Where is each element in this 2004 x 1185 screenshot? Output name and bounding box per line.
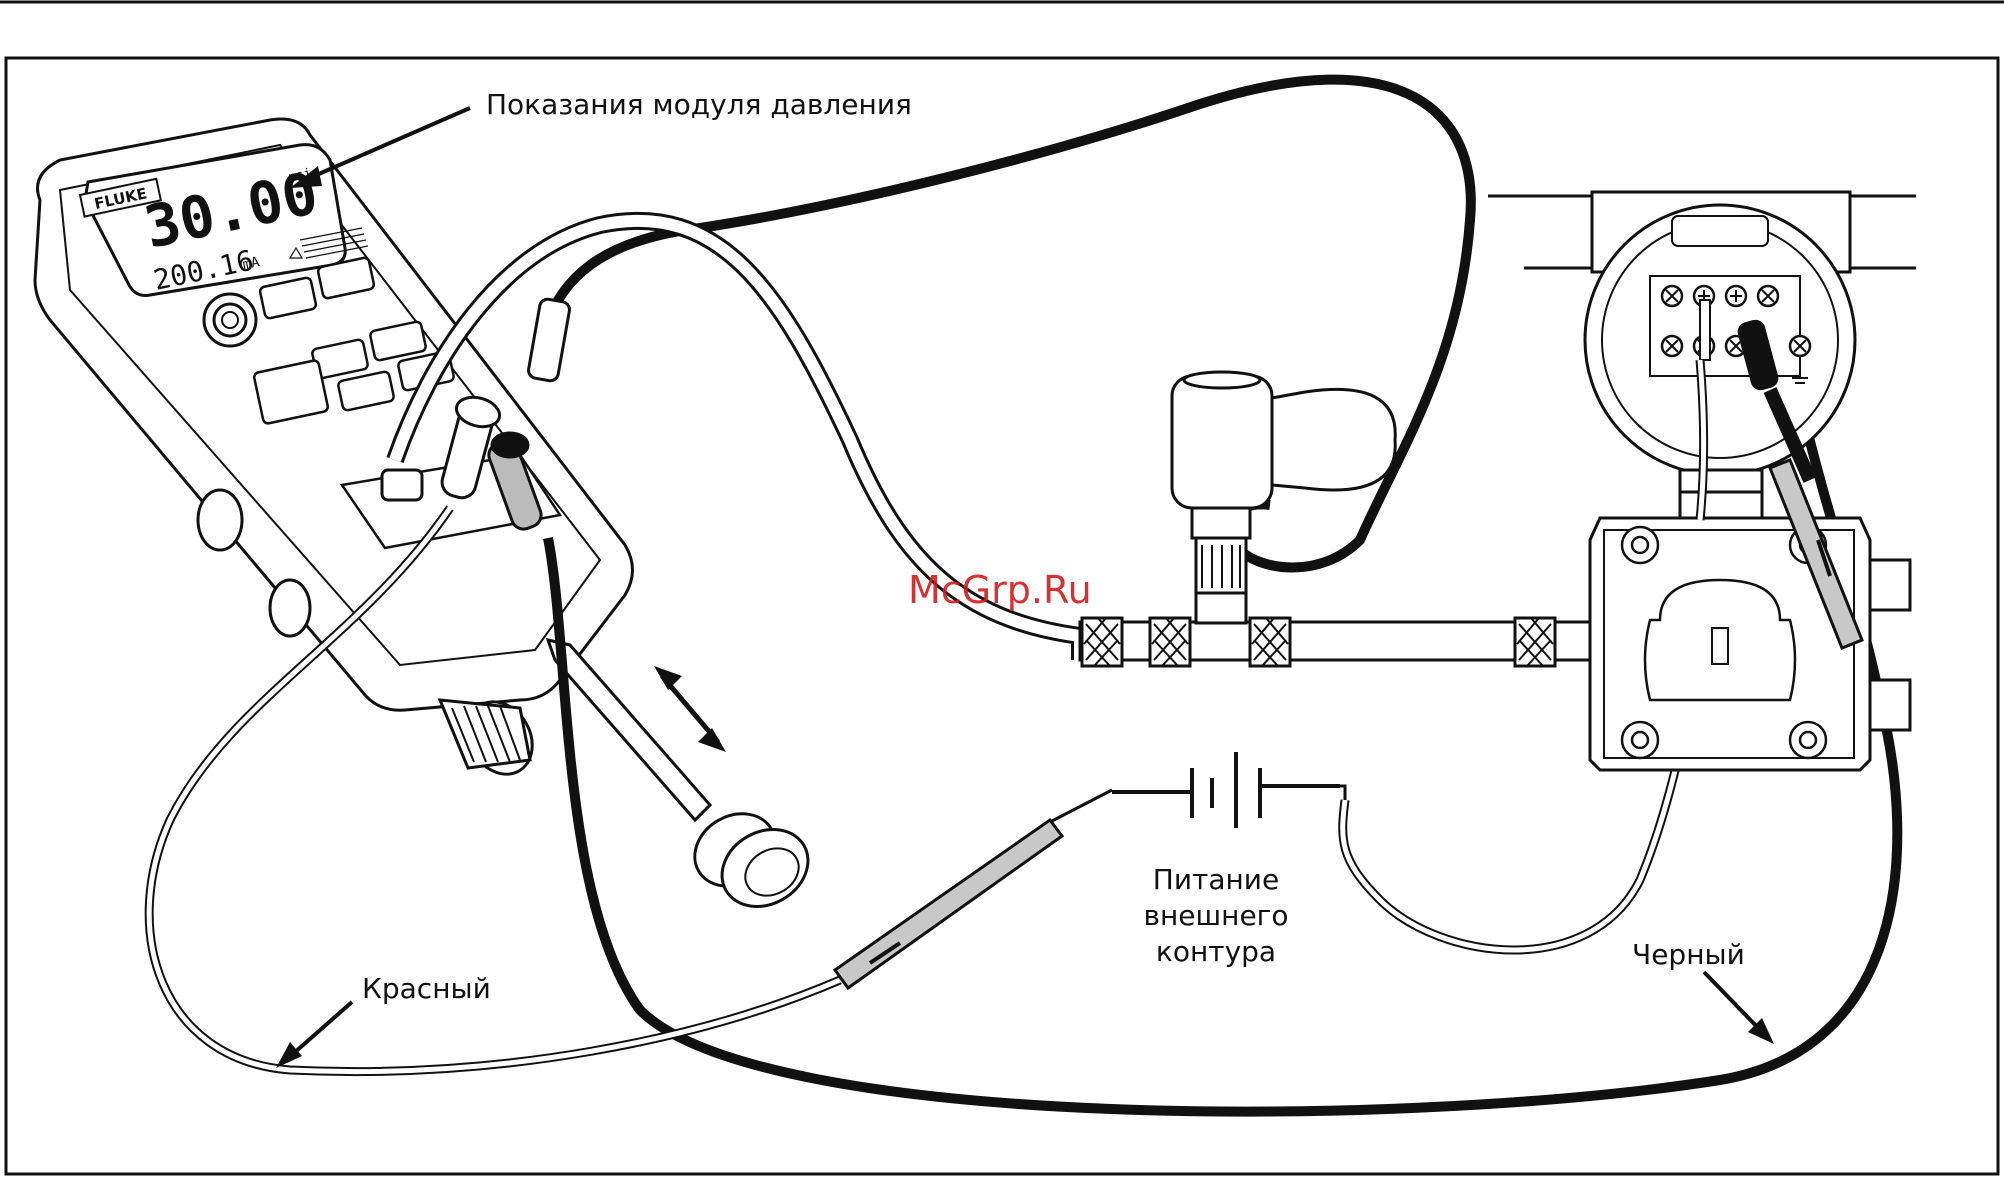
callout-arrow-black xyxy=(1704,972,1774,1044)
black-lead-label: Черный xyxy=(1632,938,1745,971)
pressure-tee-line xyxy=(1080,593,1590,666)
external-loop-power-line3: контура xyxy=(1136,934,1296,970)
external-loop-power-label: Питание внешнего контура xyxy=(1136,862,1296,970)
external-loop-power-line1: Питание xyxy=(1136,862,1296,898)
side-knob-2[interactable] xyxy=(270,580,310,636)
pressure-module-cable xyxy=(545,80,1471,568)
pressure-port xyxy=(204,294,256,346)
red-test-probe xyxy=(835,790,1112,988)
callout-arrow-red xyxy=(276,1002,352,1068)
external-loop-power-line2: внешнего xyxy=(1136,898,1296,934)
pressure-module-reading-label: Показания модуля давления xyxy=(486,88,912,121)
red-lead-label: Красный xyxy=(362,972,491,1005)
pressure-module xyxy=(1172,372,1395,593)
loop-power-supply-symbol xyxy=(1112,752,1340,828)
pressure-calibrator: FLUKE 30.00 psi 200.16 mA xyxy=(35,119,633,786)
side-knob-1[interactable] xyxy=(198,490,242,550)
move-direction-arrow xyxy=(654,666,726,752)
watermark: McGrp.Ru xyxy=(908,568,1092,612)
adjust-knob[interactable] xyxy=(440,690,545,786)
